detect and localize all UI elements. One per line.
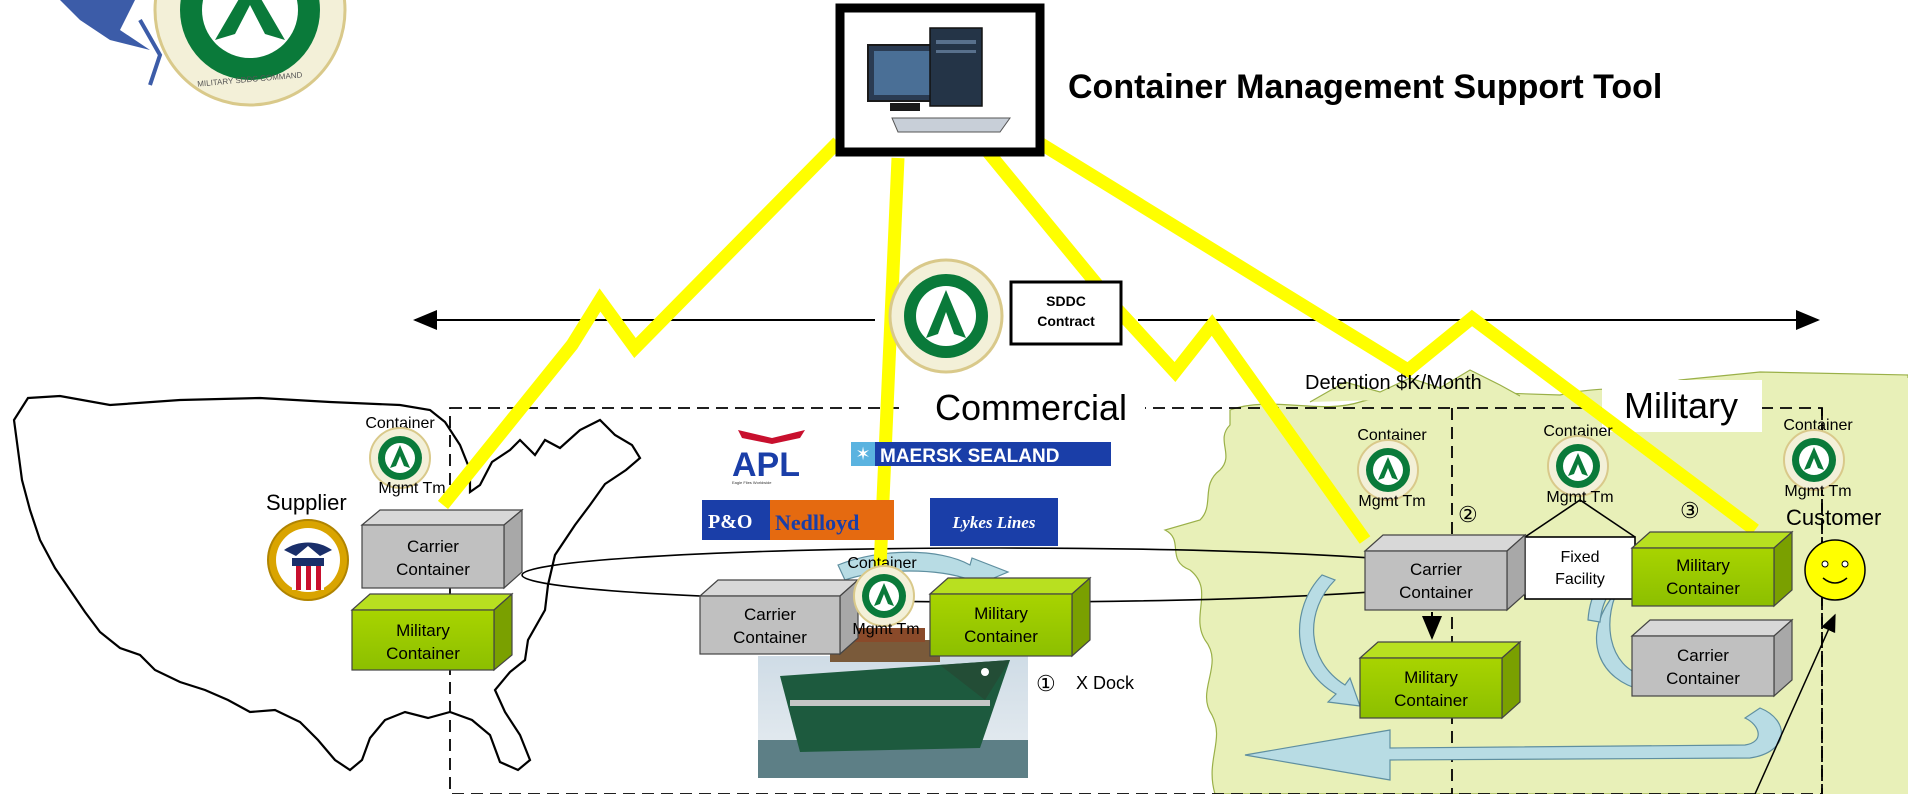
page-title: Container Management Support Tool: [1068, 68, 1662, 106]
svg-text:Container: Container: [1357, 427, 1427, 444]
svg-text:Mgmt Tm: Mgmt Tm: [378, 480, 445, 497]
transfer-arrow-destination: [1298, 574, 1361, 707]
apl-logo: APL Eagle Flies Worldwide: [732, 430, 805, 485]
step-3-marker: ③: [1680, 498, 1700, 523]
svg-text:Carrier: Carrier: [1677, 646, 1729, 665]
svg-text:Container: Container: [1394, 691, 1468, 710]
svg-text:Military: Military: [974, 604, 1028, 623]
step-2-marker: ②: [1458, 502, 1478, 527]
svg-text:Carrier: Carrier: [744, 605, 796, 624]
sddc-seal-icon: [888, 258, 1004, 374]
smiley-icon: [1804, 539, 1866, 601]
mgmt-team-destination: Container Mgmt Tm: [1357, 427, 1427, 510]
military-zone-label: Military: [1624, 385, 1738, 426]
svg-text:Mgmt Tm: Mgmt Tm: [1358, 493, 1425, 510]
svg-text:Container: Container: [964, 627, 1038, 646]
svg-text:Container: Container: [396, 560, 470, 579]
dla-seal-icon: [267, 519, 349, 601]
po-nedlloyd-logo: P&O Nedlloyd: [702, 500, 894, 540]
svg-text:Mgmt Tm: Mgmt Tm: [1546, 489, 1613, 506]
xdock-carrier-container: Carrier Container: [698, 578, 860, 656]
detention-cost-label: Detention $K/Month: [1305, 372, 1482, 394]
mgmt-team-customer: Container Mgmt Tm: [1783, 417, 1853, 500]
svg-text:✶: ✶: [855, 444, 870, 464]
sddc-contract-line1: SDDC: [1046, 293, 1086, 309]
link-to-xdock: [873, 157, 905, 569]
sddc-contract-line2: Contract: [1037, 313, 1095, 329]
lykes-lines-logo: Lykes Lines: [930, 498, 1058, 546]
svg-text:Container: Container: [365, 415, 435, 432]
link-to-destination: [982, 147, 1371, 544]
svg-text:Container: Container: [1783, 417, 1853, 434]
destination-military-container: Military Container: [1358, 640, 1522, 720]
facility-carrier-container: Carrier Container: [1630, 618, 1794, 698]
fixed-facility-line2: Facility: [1555, 571, 1605, 588]
svg-text:Military: Military: [396, 621, 450, 640]
svg-text:MAERSK SEALAND: MAERSK SEALAND: [880, 446, 1059, 467]
svg-text:Container: Container: [1399, 583, 1473, 602]
xdock-military-container: Military Container: [928, 576, 1092, 658]
step-1-marker: ①: [1036, 671, 1056, 696]
fixed-facility-line1: Fixed: [1560, 549, 1599, 566]
svg-text:Container: Container: [1666, 579, 1740, 598]
svg-text:Mgmt Tm: Mgmt Tm: [1784, 483, 1851, 500]
customer-label: Customer: [1786, 505, 1881, 530]
sddc-contract-box: [1009, 280, 1123, 346]
customer-link-line: [1754, 613, 1836, 794]
mgmt-team-supplier: Container Mgmt Tm: [365, 415, 445, 497]
svg-text:P&O: P&O: [708, 511, 752, 533]
facility-military-container: Military Container: [1630, 530, 1794, 608]
svg-text:APL: APL: [732, 446, 800, 484]
command-seal-icon: MILITARY SDDC COMMAND: [60, 0, 347, 107]
mgmt-team-xdock: Container Mgmt Tm: [847, 555, 919, 638]
svg-text:Container: Container: [847, 555, 917, 572]
return-flow-arrow: [1244, 707, 1782, 781]
svg-text:Container: Container: [386, 644, 460, 663]
svg-text:Container: Container: [733, 628, 807, 647]
supplier-carrier-container: Carrier Container: [360, 508, 524, 590]
svg-text:Nedlloyd: Nedlloyd: [775, 510, 859, 535]
ship-photo: [758, 628, 1028, 778]
svg-text:Eagle Flies Worldwide: Eagle Flies Worldwide: [732, 480, 772, 485]
svg-text:Carrier: Carrier: [1410, 560, 1462, 579]
computer-icon: [867, 27, 1011, 133]
svg-text:Container: Container: [1543, 423, 1613, 440]
yellow-data-links: [437, 136, 1759, 569]
fixed-facility-box: [1524, 536, 1636, 600]
svg-text:Mgmt Tm: Mgmt Tm: [852, 621, 919, 638]
link-to-customer: [1034, 136, 1759, 536]
link-to-supplier: [437, 137, 843, 510]
land-detail: [1309, 369, 1521, 403]
step-1-label: X Dock: [1076, 673, 1135, 693]
svg-text:Military: Military: [1404, 668, 1458, 687]
commercial-zone-label: Commercial: [935, 387, 1127, 428]
svg-text:Container: Container: [1666, 669, 1740, 688]
fixed-facility-roof: [1524, 499, 1636, 538]
supplier-label: Supplier: [266, 490, 347, 515]
mgmt-team-facility: Container Mgmt Tm: [1543, 423, 1613, 506]
maersk-sealand-logo: ✶ MAERSK SEALAND: [851, 442, 1111, 467]
svg-text:Lykes Lines: Lykes Lines: [952, 513, 1036, 532]
destination-carrier-container: Carrier Container: [1363, 533, 1527, 612]
supplier-military-container: Military Container: [350, 592, 514, 672]
svg-text:Military: Military: [1676, 556, 1730, 575]
svg-text:Carrier: Carrier: [407, 537, 459, 556]
